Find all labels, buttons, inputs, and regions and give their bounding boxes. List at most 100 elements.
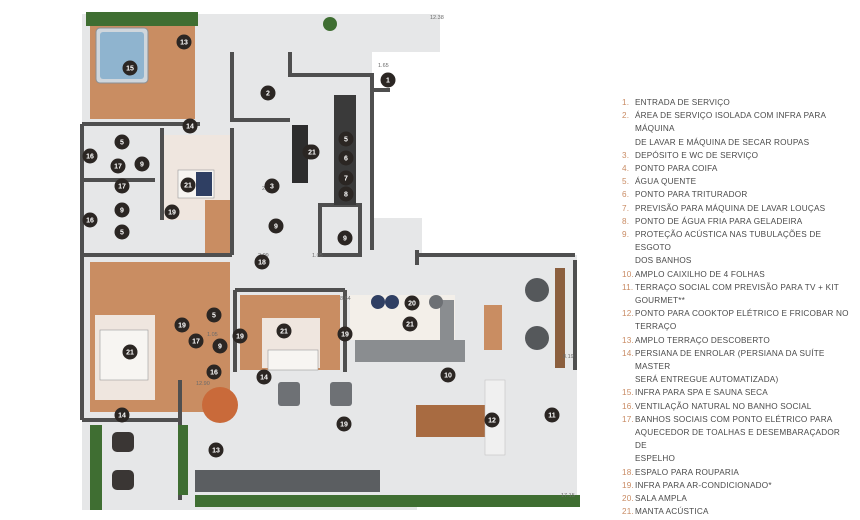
legend-item: 13.Amplo terraço descoberto [622, 334, 852, 347]
svg-text:9: 9 [343, 236, 347, 243]
legend-item: 8. Ponto de água fria para geladeira [622, 215, 852, 228]
bed-room3 [267, 349, 319, 371]
svg-text:8: 8 [344, 192, 348, 199]
legend-text: dos banhos [635, 256, 692, 266]
marker-21: 21 [276, 323, 292, 339]
legend-item: terraço [622, 320, 852, 333]
svg-text:9: 9 [120, 208, 124, 215]
svg-text:14: 14 [118, 413, 126, 420]
dimension-label: 1.05 [312, 253, 323, 259]
legend-item: aquecedor de toalhas e desembaraçador de [622, 426, 852, 452]
legend-number [622, 294, 635, 307]
svg-text:17: 17 [114, 164, 122, 171]
legend-item: espelho [622, 452, 852, 465]
legend-number: 18. [622, 467, 634, 477]
svg-text:19: 19 [168, 210, 176, 217]
svg-text:21: 21 [406, 322, 414, 329]
svg-text:5: 5 [120, 230, 124, 237]
marker-19: 19 [174, 317, 190, 333]
legend-number: 13. [622, 335, 634, 345]
legend-item: 14.Persiana de enrolar (persiana da suít… [622, 347, 852, 373]
svg-text:15: 15 [126, 66, 134, 73]
marker-13: 13 [176, 34, 192, 50]
legend-number: 15. [622, 388, 634, 398]
marker-12: 12 [484, 412, 500, 428]
marker-5: 5 [114, 224, 130, 240]
svg-text:21: 21 [308, 150, 316, 157]
legend-text: Ponto de água fria para geladeira [635, 216, 803, 226]
legend-text: Ponto para cooktop elétrico e fricobar n… [635, 309, 849, 319]
marker-5: 5 [206, 307, 222, 323]
dimension-label: 1.05 [207, 332, 218, 338]
legend-text: Espalo para rouparia [635, 467, 740, 477]
legend-number: 11. [622, 282, 634, 292]
marker-14: 14 [256, 369, 272, 385]
svg-text:14: 14 [260, 375, 268, 382]
legend-item: 21.Manta acústica [622, 505, 852, 518]
legend-text: Água quente [635, 177, 697, 187]
legend-number: 3. [622, 150, 630, 160]
marker-10: 10 [440, 367, 456, 383]
marker-9: 9 [337, 230, 353, 246]
svg-text:12: 12 [488, 418, 496, 425]
svg-text:19: 19 [340, 422, 348, 429]
legend-text: terraço [635, 322, 677, 332]
svg-text:11: 11 [548, 413, 556, 420]
svg-text:9: 9 [274, 224, 278, 231]
legend-number: 10. [622, 269, 634, 279]
marker-1: 1 [380, 72, 396, 88]
legend-item: 20.Sala ampla [622, 492, 852, 505]
marker-9: 9 [268, 218, 284, 234]
legend-text: Entrada de serviço [635, 98, 730, 107]
marker-9: 9 [114, 202, 130, 218]
legend-number: 1. [622, 98, 630, 107]
legend-text: Amplo caixilho de 4 folhas [635, 269, 765, 279]
legend-item: 7.Previsão para máquina de lavar louças [622, 202, 852, 215]
legend-item: 16.Ventilação natural no banho social [622, 400, 852, 413]
legend-text: Amplo terraço descoberto [635, 335, 770, 345]
legend-item: 17.Banhos sociais com ponto elétrico par… [622, 413, 852, 426]
legend-number: 6. [622, 190, 630, 200]
legend-item: 19.Infra para ar-condicionado* [622, 479, 852, 492]
marker-19: 19 [164, 204, 180, 220]
legend-number: 8. [622, 216, 630, 226]
marker-16: 16 [82, 212, 98, 228]
legend-text: de lavar e máquina de secar roupas [635, 137, 810, 147]
legend-text: Persiana de enrolar (persiana da suíte m… [635, 348, 825, 372]
legend-number: 19. [622, 480, 634, 490]
legend-number: 16. [622, 401, 634, 411]
legend-item: de lavar e máquina de secar roupas [622, 136, 852, 149]
legend-text: espelho [635, 454, 676, 464]
marker-9: 9 [212, 338, 228, 354]
legend-number: 12. [622, 309, 634, 319]
marker-16: 16 [206, 364, 222, 380]
svg-text:1: 1 [386, 78, 390, 85]
legend-text: Área de serviço isolada com infra para m… [635, 111, 826, 134]
dimension-label: 8.19 [563, 354, 574, 360]
marker-21: 21 [304, 144, 320, 160]
legend-number: 21. [622, 507, 634, 517]
legend-text: Ponto para coifa [635, 164, 718, 174]
legend-number [622, 136, 635, 149]
svg-text:13: 13 [212, 448, 220, 455]
marker-17: 17 [114, 178, 130, 194]
marker-15: 15 [122, 60, 138, 76]
legend-number: 2. [622, 111, 630, 121]
planting [86, 12, 580, 510]
svg-text:5: 5 [344, 137, 348, 144]
svg-text:17: 17 [192, 339, 200, 346]
svg-text:16: 16 [210, 370, 218, 377]
legend-item: 10.Amplo caixilho de 4 folhas [622, 268, 852, 281]
legend-item: 5.Água quente [622, 175, 852, 188]
marker-16: 16 [82, 148, 98, 164]
legend-text: Ventilação natural no banho social [635, 401, 812, 411]
legend-item: 15.Infra para spa e sauna seca [622, 386, 852, 399]
legend-text: Infra para spa e sauna seca [635, 388, 768, 398]
legend-item: gourmet** [622, 294, 852, 307]
marker-3: 3 [264, 178, 280, 194]
legend-item: 18.Espalo para rouparia [622, 466, 852, 479]
kitchen-island [292, 125, 308, 183]
legend-list: 1. Entrada de serviço 2. Área de serviço is… [622, 96, 852, 519]
legend-text: Terraço social com previsão para tv + ki… [635, 282, 839, 292]
legend-number [622, 254, 635, 267]
